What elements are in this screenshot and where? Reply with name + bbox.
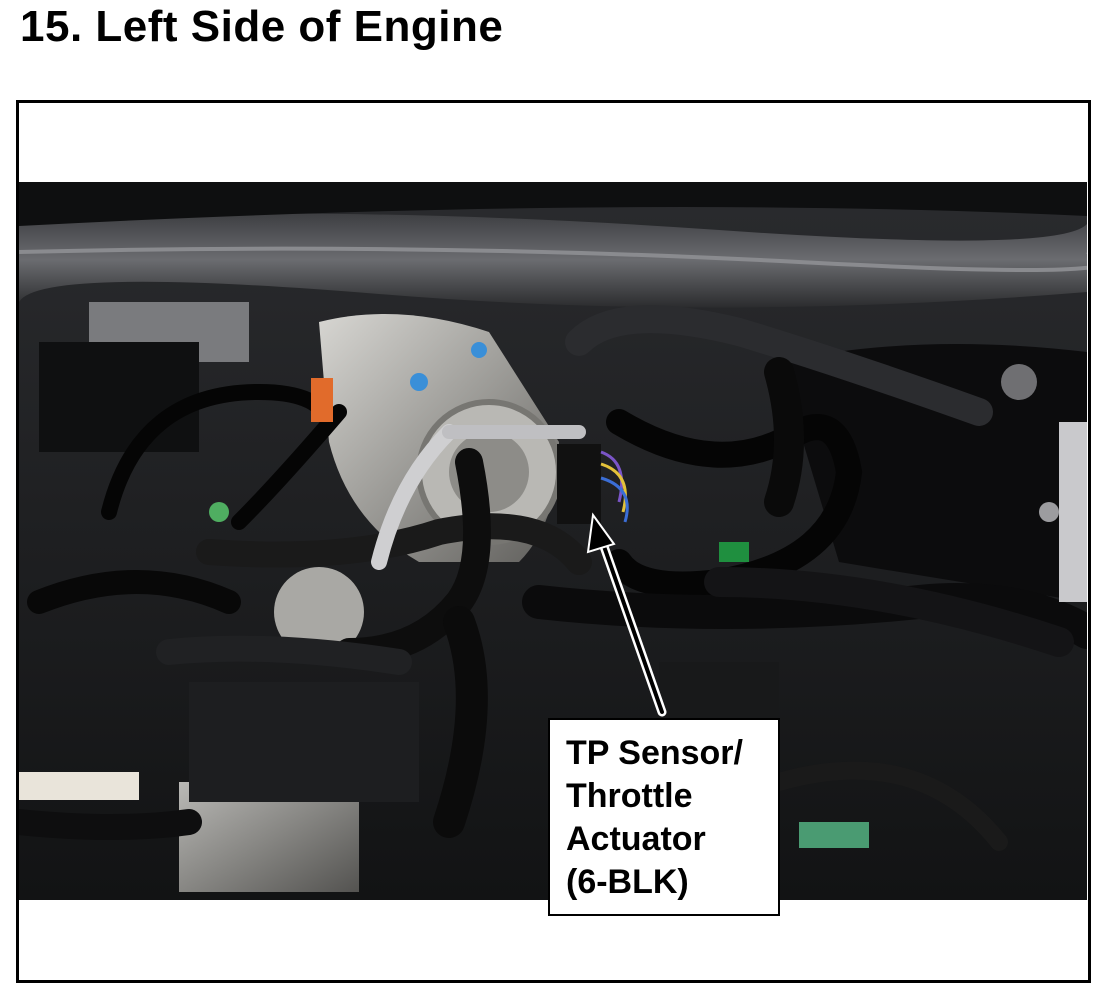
- engine-bay-photo: [19, 182, 1087, 900]
- callout-line-3: Actuator: [566, 820, 706, 858]
- callout-line-4: (6-BLK): [566, 863, 689, 901]
- callout-line-2: Throttle: [566, 777, 693, 815]
- engine-photo-illustration: [19, 182, 1087, 900]
- callout-label-box: TP Sensor/ Throttle Actuator (6-BLK): [548, 718, 780, 916]
- page-title: 15. Left Side of Engine: [20, 2, 504, 51]
- callout-line-1: TP Sensor/: [566, 734, 743, 772]
